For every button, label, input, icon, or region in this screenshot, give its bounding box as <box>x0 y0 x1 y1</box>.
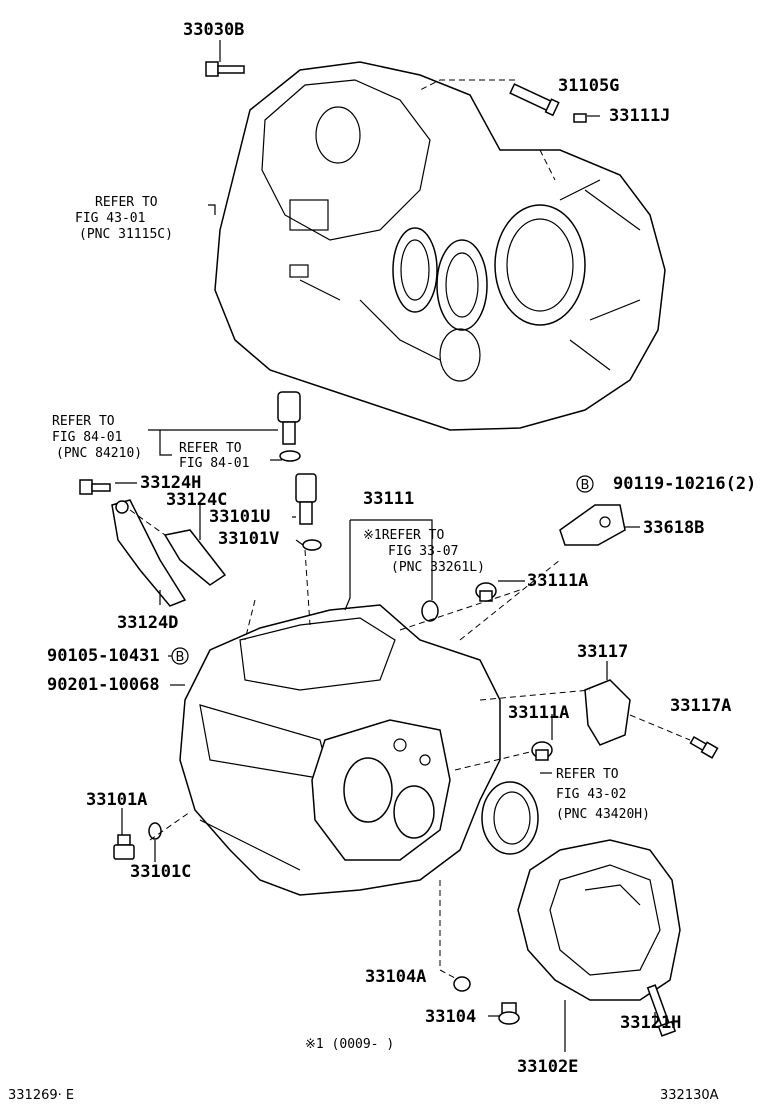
label-33618b: 33618B <box>643 518 704 538</box>
bolt-33030b-drawing <box>205 61 245 77</box>
label-33102e: 33102E <box>517 1057 578 1077</box>
label-33104a: 33104A <box>365 967 426 987</box>
reference-note-fig-43-01: REFER TO FIG 43-01 (PNC 31115C) <box>75 195 173 242</box>
svg-text:※1REFER TO: ※1REFER TO <box>363 528 445 543</box>
svg-text:(PNC 31115C): (PNC 31115C) <box>79 227 173 242</box>
plug-33111a-mid-drawing <box>531 741 553 761</box>
label-33111: 33111 <box>363 489 414 509</box>
svg-text:FIG 43-01: FIG 43-01 <box>75 211 145 226</box>
svg-text:B: B <box>581 478 590 493</box>
bolt-33117a-drawing <box>689 736 719 759</box>
bracket-33618b-drawing <box>559 504 626 546</box>
label-33030b: 33030B <box>183 20 244 40</box>
transaxle-housing-drawing <box>214 61 666 431</box>
ring-43420h-drawing <box>481 781 539 855</box>
svg-text:REFER TO: REFER TO <box>556 767 619 782</box>
label-90105-10431: 90105-10431 <box>47 646 160 666</box>
washer-33101c-drawing <box>148 822 162 840</box>
plug-33104-drawing <box>498 1002 520 1025</box>
label-33124h: 33124H <box>140 473 201 493</box>
plug-33101a-drawing <box>113 834 135 860</box>
bracket-33124c-drawing <box>163 529 227 586</box>
marker-b-icon-2: B <box>171 647 189 665</box>
part-number-labels: 33030B 31105G 33111J 33124H 33124C 33101… <box>47 20 756 1077</box>
leader-lines <box>115 40 691 1052</box>
plug-33111a-top-drawing <box>475 582 497 602</box>
reference-note-fig-84-01-b: REFER TO FIG 84-01 <box>179 441 249 471</box>
label-90119-10216: 90119-10216(2) <box>613 474 756 494</box>
label-33111a-mid: 33111A <box>508 703 569 723</box>
switch-33101u-drawing <box>295 473 317 525</box>
label-31105g: 31105G <box>558 76 619 96</box>
reference-note-fig-84-01: REFER TO FIG 84-01 (PNC 84210) <box>52 414 142 461</box>
label-33124c: 33124C <box>166 490 227 510</box>
svg-text:B: B <box>176 650 185 665</box>
label-33104: 33104 <box>425 1007 476 1027</box>
svg-text:(PNC 43420H): (PNC 43420H) <box>556 807 650 822</box>
svg-text:(PNC 84210): (PNC 84210) <box>56 446 142 461</box>
label-33101v: 33101V <box>218 529 279 549</box>
label-33101u: 33101U <box>209 507 270 527</box>
label-33124d: 33124D <box>117 613 178 633</box>
bolt-31105g-drawing <box>509 83 560 117</box>
svg-text:FIG 33-07: FIG 33-07 <box>388 544 458 559</box>
label-33111j: 33111J <box>609 106 670 126</box>
pin-33111j-drawing <box>573 113 587 123</box>
label-33117a: 33117A <box>670 696 731 716</box>
bracket-hole-icon <box>115 500 129 514</box>
bolt-33124h-drawing <box>79 479 111 495</box>
illustration-code-right: 332130A <box>660 1088 719 1103</box>
gasket-33104a-drawing <box>453 976 471 992</box>
reference-note-fig-33-07: ※1REFER TO FIG 33-07 (PNC 33261L) <box>363 528 485 575</box>
svg-text:REFER TO: REFER TO <box>179 441 242 456</box>
label-33101a: 33101A <box>86 790 147 810</box>
illustration-code-left: 331269· E <box>8 1088 74 1103</box>
svg-text:REFER TO: REFER TO <box>95 195 158 210</box>
svg-text:FIG 84-01: FIG 84-01 <box>179 456 249 471</box>
marker-b-icon-1: B <box>576 475 594 493</box>
transaxle-case-drawing <box>179 604 501 896</box>
bolt-33121h-drawing <box>646 984 677 1037</box>
svg-text:(PNC 33261L): (PNC 33261L) <box>391 560 485 575</box>
reference-note-fig-43-02: REFER TO FIG 43-02 (PNC 43420H) <box>556 767 650 822</box>
footnote: ※1 (0009- ) <box>305 1037 394 1052</box>
gasket-33101v-drawing <box>302 539 322 551</box>
label-90201-10068: 90201-10068 <box>47 675 160 695</box>
svg-text:FIG 84-01: FIG 84-01 <box>52 430 122 445</box>
switch-84210-drawing <box>277 391 301 462</box>
label-33121h: 33121H <box>620 1013 681 1033</box>
svg-text:REFER TO: REFER TO <box>52 414 115 429</box>
bracket-33124d-drawing <box>111 499 187 607</box>
label-33111a-top: 33111A <box>527 571 588 591</box>
label-33101c: 33101C <box>130 862 191 882</box>
seal-33261l-drawing <box>421 600 439 622</box>
bracket-33117-drawing <box>584 679 631 746</box>
label-33117: 33117 <box>577 642 628 662</box>
cover-33102e-drawing <box>517 839 681 1001</box>
bracket-hole-icon <box>599 516 611 528</box>
svg-text:FIG 43-02: FIG 43-02 <box>556 787 626 802</box>
